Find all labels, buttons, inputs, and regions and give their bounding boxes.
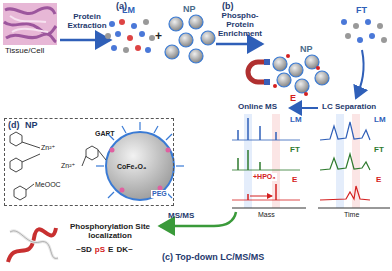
chem-label: CoFe₂O₄ <box>117 163 146 171</box>
chem-label: Zn²⁺ <box>61 162 75 170</box>
chem-label: GAPT <box>95 130 114 138</box>
panel-tag: (d) <box>8 121 20 131</box>
trace-label: LM <box>290 116 302 125</box>
np-label: NP <box>300 45 313 55</box>
panel-tag: (b) <box>222 2 234 12</box>
panel-title: (c) Top-down LC/MS/MS <box>162 253 264 263</box>
axis-label: Time <box>344 211 359 219</box>
section-label: Online MS <box>238 103 277 112</box>
chem-label: MeOOC <box>35 181 61 189</box>
plus-sign: + <box>155 30 162 43</box>
np-label: NP <box>183 5 196 15</box>
step-label: Phosphorylation Site localization <box>64 223 156 241</box>
inset-title: NP <box>25 121 38 131</box>
sample-label: LM <box>122 6 135 16</box>
trace-label: LM <box>374 116 386 125</box>
sample-label: FT <box>356 6 367 16</box>
inset-box: (d) NP GAPT Zn²⁺ Zn²⁺ MeOOC PEG CoFe₂O₄ <box>4 118 174 206</box>
chem-label: Zn²⁺ <box>41 144 55 152</box>
step-label: MS/MS <box>168 212 194 221</box>
trace-label: E <box>292 176 297 185</box>
axis-label: Mass <box>258 211 275 219</box>
sequence-part: DK~ <box>116 246 132 255</box>
step-label: Protein Extraction <box>62 13 112 31</box>
caption-label: Tissue/Cell <box>5 47 44 56</box>
trace-label: FT <box>290 146 300 155</box>
sample-label: E <box>290 94 296 104</box>
trace-label: FT <box>374 146 384 155</box>
step-label: Phospho-Protein Enrichment <box>214 12 266 38</box>
section-label: LC Separation <box>322 103 376 112</box>
sequence-part: E <box>108 246 113 255</box>
sequence-part: ~SD <box>76 246 92 255</box>
trace-label: E <box>376 176 381 185</box>
annotation: +HPO₃ <box>252 173 277 181</box>
chem-label: PEG <box>151 190 168 198</box>
sequence-site: pS <box>95 246 105 255</box>
